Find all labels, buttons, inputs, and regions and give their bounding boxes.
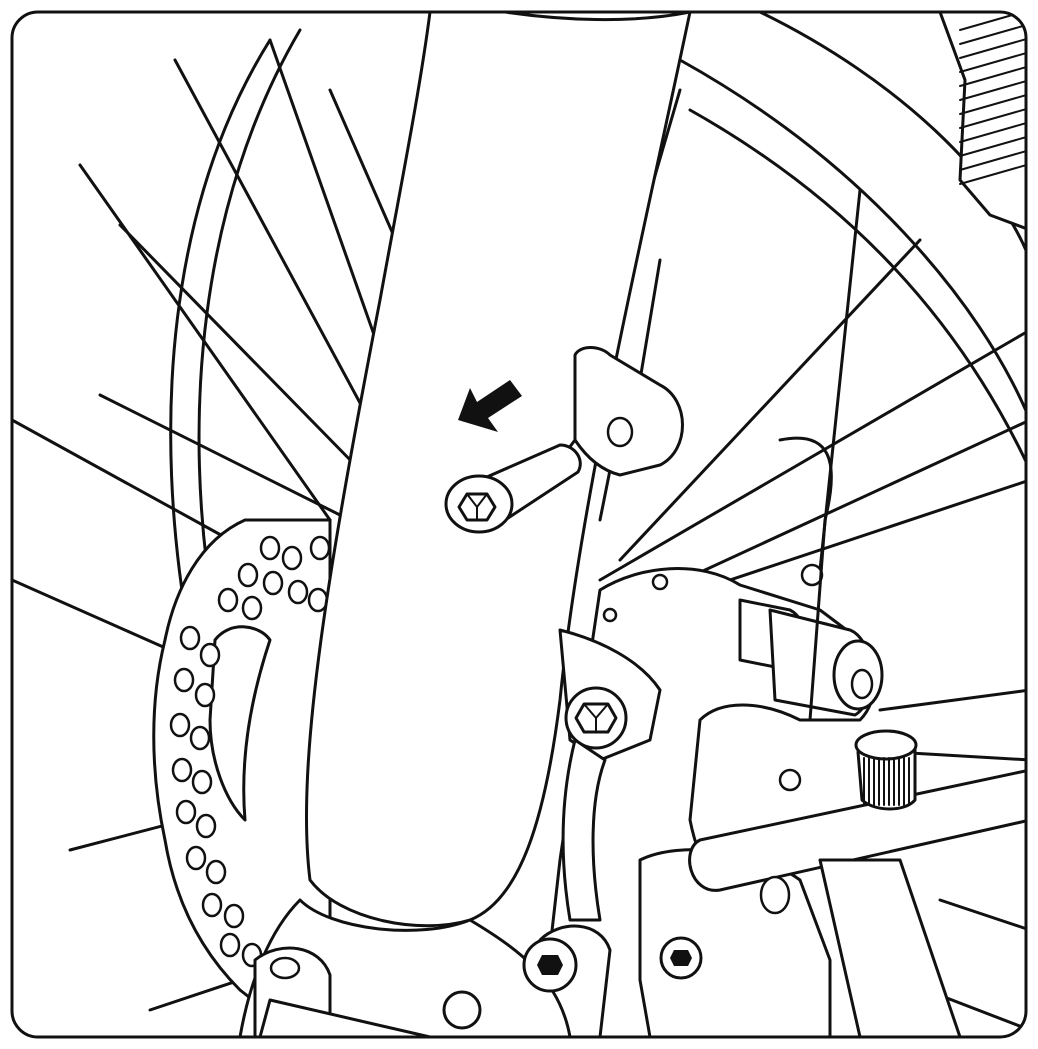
arrow-icon [458,380,522,432]
spoke [938,898,1026,932]
hex-bolt-icon [457,492,497,522]
rotor-hole [179,625,201,651]
hex-bolt-icon [574,702,618,734]
valve-cap-icon [854,729,918,811]
brake-rotor [152,518,332,1037]
spoke [328,88,402,252]
rotor-hole [309,535,331,561]
spoke [698,478,1026,592]
rotor-hole [241,595,263,621]
rotor-hole [175,799,197,825]
rotor-hole [171,757,193,783]
spoke [173,58,382,442]
rotor-hole [194,682,216,708]
rotor-hole [287,579,309,605]
rotor-hole [262,570,284,596]
mount-bolt [558,628,662,922]
tire-tread [938,12,1026,232]
rotor-hole [201,892,223,918]
rack-strut [778,436,833,722]
rotor-hole [195,813,217,839]
spoke [618,238,922,562]
rotor-hole [237,562,259,588]
rotor-hole [169,712,191,738]
fork-dropout [238,898,578,1037]
rotor-hole [259,535,281,561]
spoke [12,578,172,652]
rotor-hole [185,845,207,871]
caliper-assembly [538,563,1026,1037]
wheel-rim [169,12,1026,642]
rotor-hole [223,903,245,929]
spoke [598,328,1026,582]
spoke [118,223,362,472]
rotor-hole [173,667,195,693]
frame-border [10,10,1028,1039]
rotor-hole [281,545,303,571]
removed-bolt [444,443,582,534]
spoke [878,688,1026,712]
rotor-hole [189,725,211,751]
rotor-hole [199,642,221,668]
rotor-hole [217,587,239,613]
spoke [78,163,332,522]
spoke [638,258,662,382]
spoke [12,418,232,542]
spoke [268,38,392,382]
rotor-hole [219,932,241,958]
rotor-hole [205,859,227,885]
spoke [98,393,342,517]
rotor-hole [191,769,213,795]
